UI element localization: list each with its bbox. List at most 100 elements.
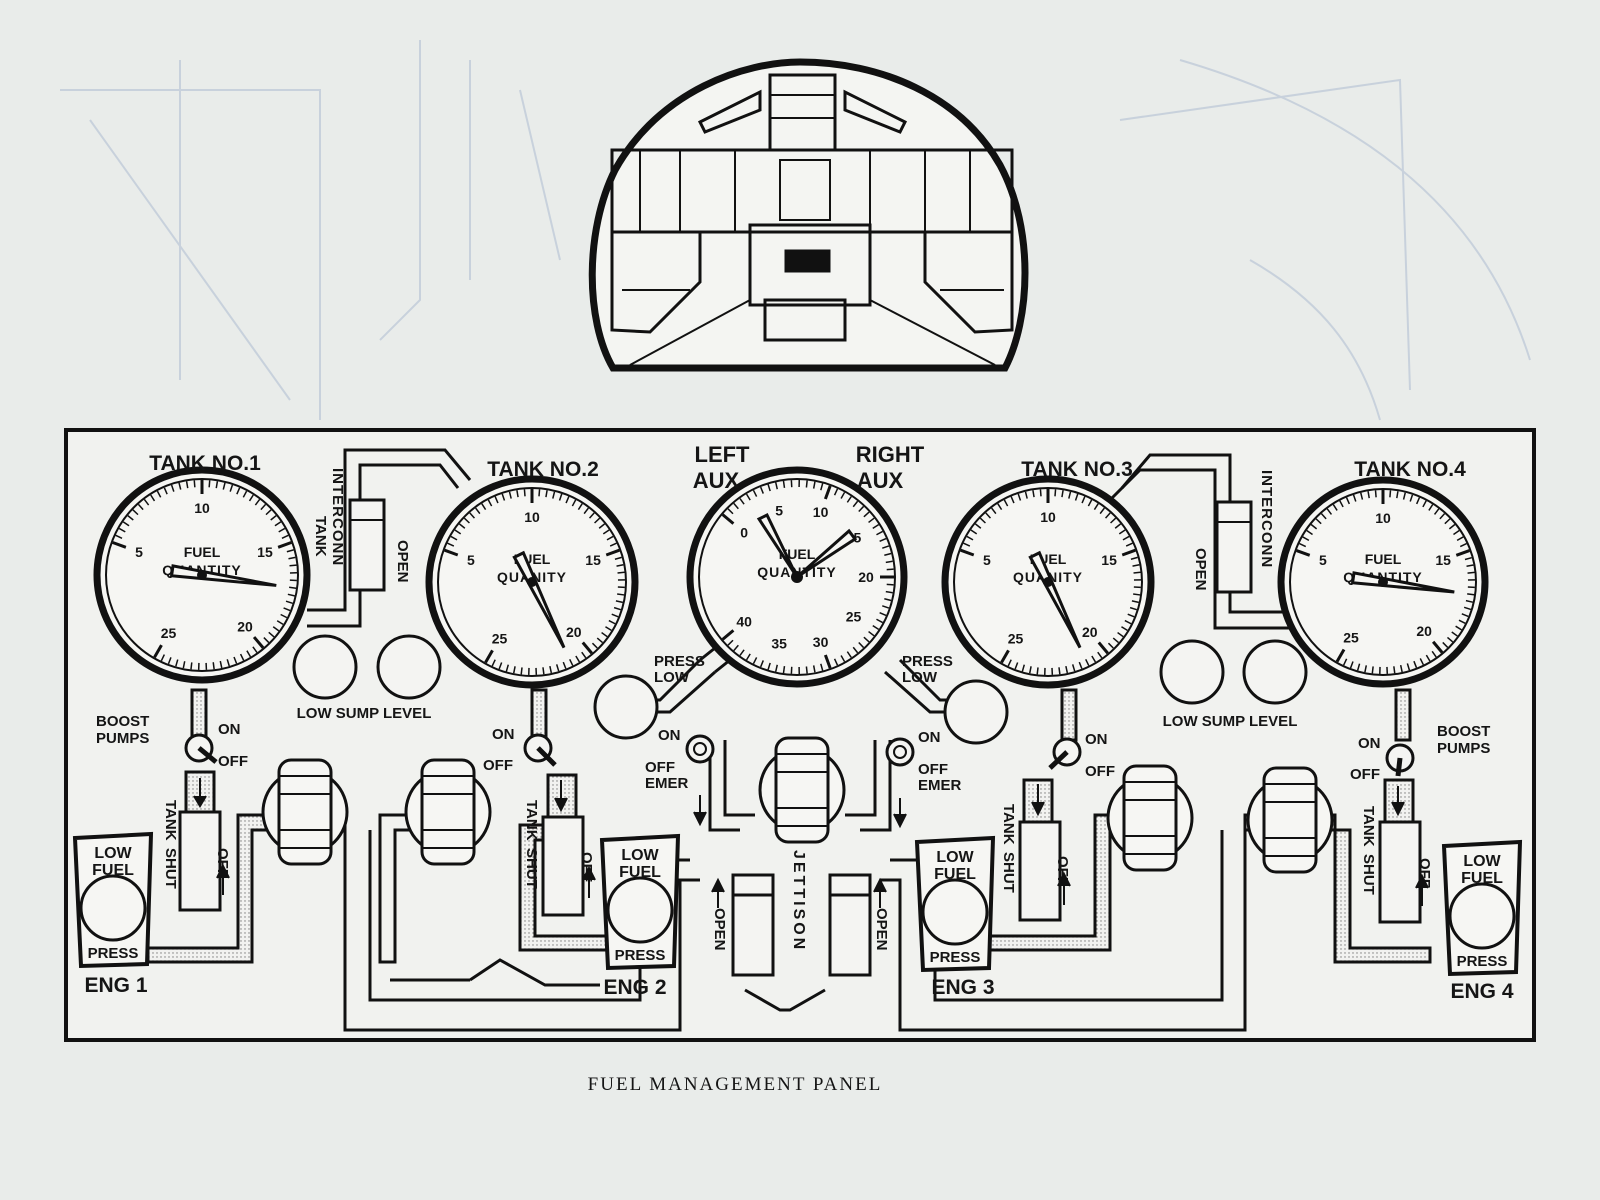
gauge-tick [879,611,887,617]
gauge-tick [608,619,616,625]
gauge-tick [565,496,570,504]
tank-shut-valve-2[interactable] [541,773,585,917]
gauge-tick [614,556,622,560]
gauge-tick [752,489,758,497]
gauge-tick [193,480,196,488]
gauge-tick [594,517,601,524]
gauge-tick [1455,549,1470,557]
gauge-tick [1352,494,1357,502]
gauge-tick [613,606,622,611]
gauge-tick [1467,593,1475,596]
gauge-tick [233,656,238,664]
crossfeed-valve-4[interactable] [1246,766,1334,874]
gauge-tick [823,654,832,669]
jettison-valve-left[interactable] [731,873,775,977]
gauge-tick [1371,666,1374,674]
off-label-aux-right: OFF [918,761,948,778]
gauge-pointer [1028,550,1082,649]
gauge-tick [1356,663,1361,671]
low-fuel-text-2: FUEL [619,864,661,881]
gauge-tick [246,650,252,658]
jettison-label: JETTISON [790,850,807,952]
gauge-tick [1296,549,1311,557]
open-label-left: OPEN [394,540,411,583]
background-bleed-through [60,40,1531,421]
crossfeed-valve-2[interactable] [404,758,492,866]
low-sump-light-3b [1242,639,1308,705]
gauge-tick [289,564,297,567]
gauge-tick [1439,513,1446,520]
gauge-tick [820,663,824,671]
gauge-tick [805,666,808,674]
interconn-switch-left[interactable] [348,498,386,592]
gauge-tick [863,636,870,643]
gauge-tick [876,618,883,624]
gauge-dial-top: FUEL [1365,551,1402,567]
fuel-gauge-4: 510152025FUELQUANITY [941,475,1155,689]
gauge-tick [263,637,270,644]
tank-3-title: TANK NO.3 [1021,458,1133,481]
crossfeed-valve-5[interactable] [758,736,846,844]
gauge-tick [252,646,258,653]
gauge-tick [727,639,734,646]
gauge-tick [727,508,734,515]
gauge-tick [501,493,506,501]
boost-pump-switch-1[interactable] [184,733,218,764]
gauge-tick [606,535,614,541]
gauge-tick [288,556,296,560]
gauge-tick [549,665,553,674]
boost-pump-switch-2[interactable] [523,733,557,767]
gauge-tick [450,535,458,541]
gauge-tick [277,541,292,549]
fuel-gauge-3: 0510152025303540FUELQUANTITY [686,466,908,688]
low-fuel-text-1: LOW [94,845,132,862]
aux-pump-switch-right[interactable] [885,737,915,767]
gauge-tick [226,659,230,667]
gauge-pointer [512,550,566,649]
low-fuel-lamp [1448,882,1516,950]
press-low-left-1: PRESS [654,653,705,670]
gauge-tick [219,660,223,669]
gauge-tick [605,626,612,632]
aux-pump-switch-left[interactable] [685,734,715,764]
gauge-tick [577,503,583,511]
crossfeed-valve-1[interactable] [261,758,349,866]
gauge-scale-label: 10 [813,504,829,520]
gauge-tick [575,655,581,663]
gauge-tick [1458,619,1466,624]
gauge-tick [182,661,186,669]
gauge-tick [1036,667,1039,675]
gauge-tick [963,542,971,547]
tank-shut-valve-4[interactable] [1378,778,1422,924]
gauge-tick [1406,663,1411,671]
interconn-label-right: INTERCONN [1258,470,1275,568]
valve-barrel [277,758,333,866]
gauge-tick [1107,642,1114,649]
gauge-tick [596,637,604,644]
boost-pump-switch-4[interactable] [1385,743,1415,777]
gauge-tick [185,481,189,489]
gauge-tick [1413,660,1418,668]
low-fuel-lamp [921,878,989,946]
gauge-tick [558,493,563,501]
gauge-group: 510152025FUELQUANTITY510152025FUELQUANIT… [93,466,1489,689]
gauge-tick [454,529,462,535]
boost-pump-switch-3[interactable] [1048,737,1082,770]
gauge-tick [581,641,593,655]
gauge-tick [484,649,494,664]
gauge-tick [1349,661,1354,669]
gauge-tick [868,517,875,524]
gauge-tick [745,653,751,661]
crossfeed-valve-3[interactable] [1106,764,1194,872]
gauge-tick [601,631,608,638]
interconn-switch-right[interactable] [1215,500,1253,594]
gauge-tick [272,626,280,632]
on-label-1: ON [218,721,241,738]
gauge-scale-label: 5 [983,552,991,568]
jettison-valve-right[interactable] [828,873,872,977]
gauge-tick [523,489,526,497]
